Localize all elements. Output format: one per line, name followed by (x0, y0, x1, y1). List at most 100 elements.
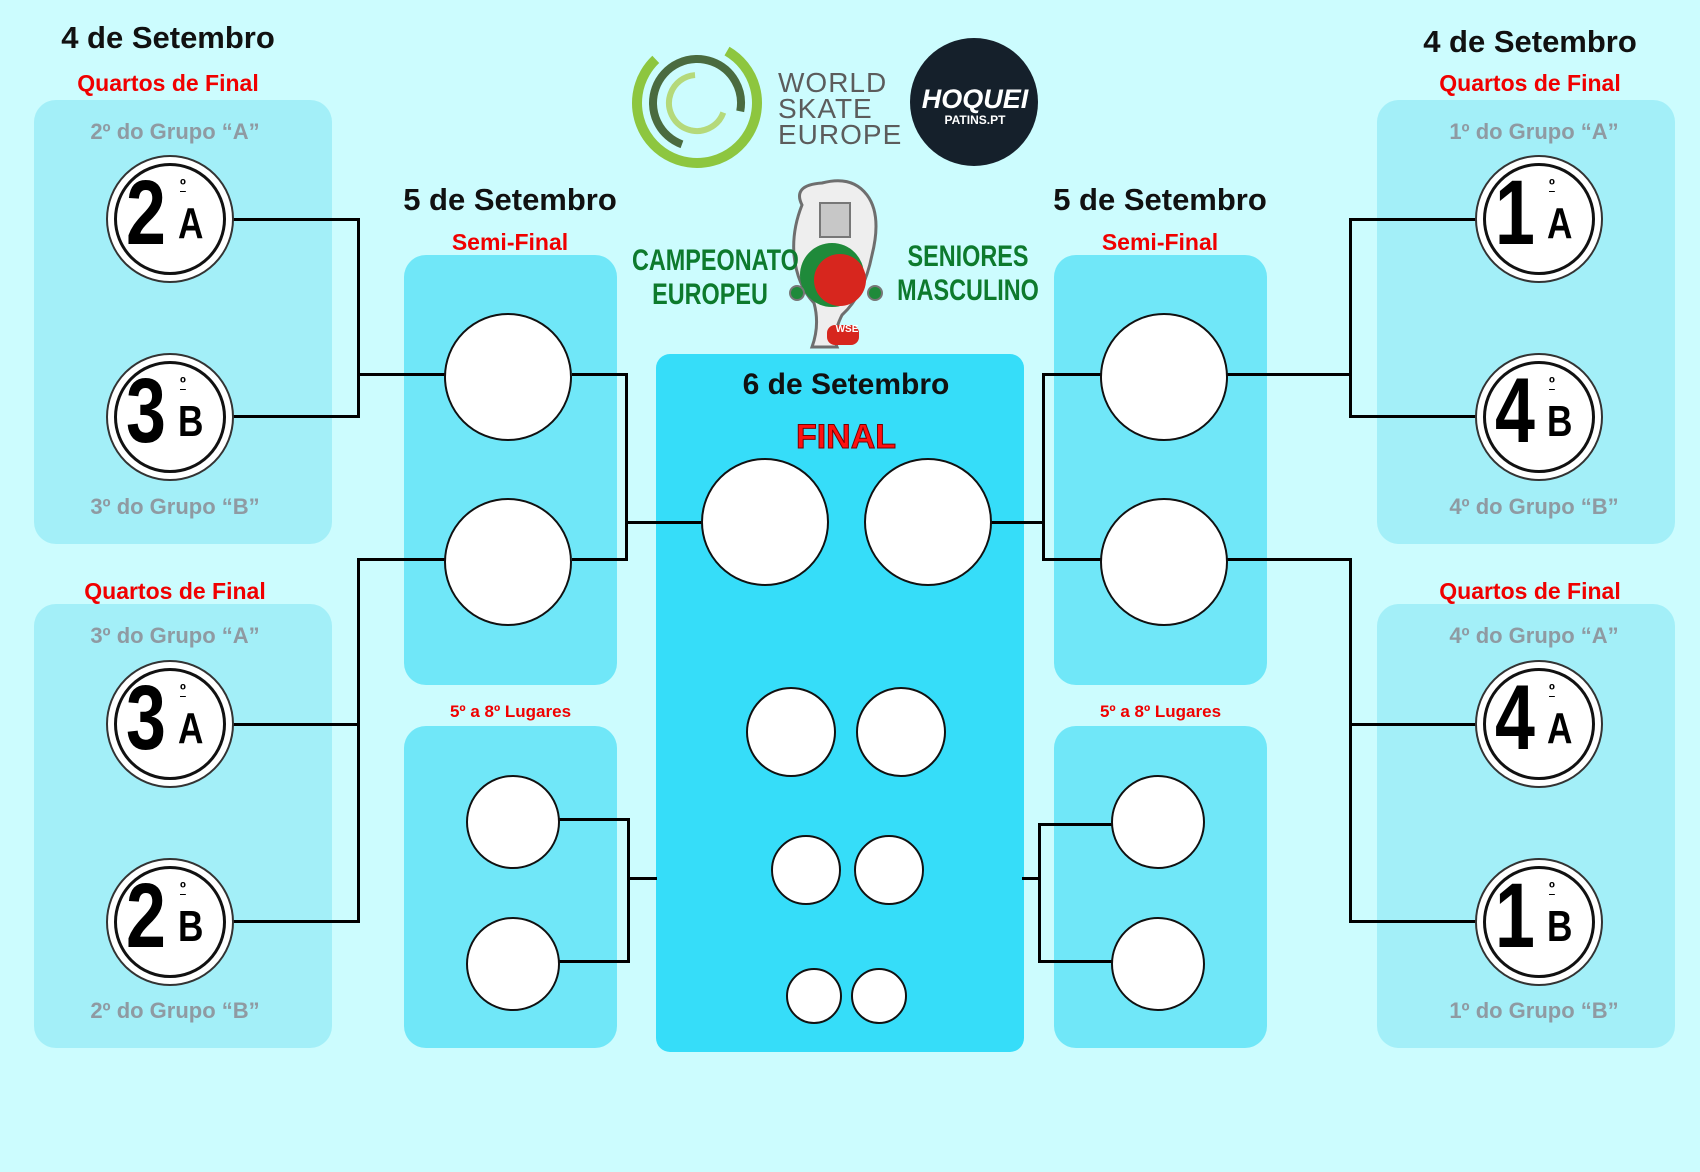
bracket-line (1225, 558, 1352, 561)
seed-number: 2 (126, 865, 166, 967)
qf-left-date: 4 de Setembro (61, 20, 275, 55)
wse-text-europe: EUROPE (778, 119, 903, 150)
qf-right-date: 4 de Setembro (1423, 24, 1637, 59)
sf-left-date: 5 de Setembro (403, 182, 617, 217)
qf-rb-seed2-label: 1º do Grupo “B” (1449, 998, 1619, 1023)
placement-right-slot-2[interactable] (1111, 917, 1205, 1011)
bracket-line (1349, 218, 1477, 221)
bracket-line (990, 521, 1045, 524)
seed-number: 3 (126, 360, 166, 462)
placement-left-title: 5º a 8º Lugares (449, 702, 572, 721)
wse-text-skate: SKATE (778, 93, 873, 124)
seed-number: 3 (126, 667, 166, 769)
bracket-line (357, 373, 445, 376)
sf-left-slot-1[interactable] (444, 313, 572, 441)
final-slot-right[interactable] (864, 458, 992, 586)
seed-ordinal: º (1549, 880, 1555, 897)
sf-left-slot-2[interactable] (444, 498, 572, 626)
seed-number: 2 (126, 162, 166, 264)
seed-group-letter: A (178, 199, 204, 248)
qf-rb-seed1-label: 4º do Grupo “A” (1449, 623, 1619, 648)
world-skate-europe-logo (632, 38, 762, 168)
seed-ordinal: º (180, 177, 186, 194)
seed-badge-lt1: 2 º A (106, 155, 234, 283)
seed-ring (114, 361, 226, 473)
championship-title-right-2: MASCULINO (897, 274, 1039, 307)
seed-number: 4 (1495, 667, 1535, 769)
bracket-line (232, 920, 360, 923)
bracket-line (357, 218, 360, 418)
seed-number: 1 (1495, 162, 1535, 264)
qf-right-bottom-title: Quartos de Final (1439, 578, 1621, 604)
trophy-icon (789, 179, 883, 349)
bracket-line (1349, 415, 1477, 418)
bracket-line (1349, 920, 1477, 923)
qf-lt-seed2-label: 3º do Grupo “B” (90, 494, 260, 519)
bracket-line (572, 558, 628, 561)
seventh-place-slot-left[interactable] (786, 968, 842, 1024)
fifth-place-slot-left[interactable] (771, 835, 841, 905)
bracket-line (1349, 558, 1352, 923)
seed-badge-rb1: 4 º A (1475, 660, 1603, 788)
seed-ring (1483, 866, 1595, 978)
bracket-line (625, 373, 628, 561)
final-slot-left[interactable] (701, 458, 829, 586)
hq-logo-sub: PATINS.PT (944, 113, 1006, 127)
third-place-slot-left[interactable] (746, 687, 836, 777)
seed-number: 1 (1495, 865, 1535, 967)
seed-badge-rt1: 1 º A (1475, 155, 1603, 283)
seed-badge-lt2: 3 º B (106, 353, 234, 481)
seed-number: 4 (1495, 360, 1535, 462)
qf-rt-seed2-label: 4º do Grupo “B” (1449, 494, 1619, 519)
qf-lb-seed2-label: 2º do Grupo “B” (90, 998, 260, 1023)
trophy-tag: WSE (835, 324, 859, 335)
seed-ring (1483, 361, 1595, 473)
bracket-line (627, 818, 630, 963)
seed-ring (1483, 163, 1595, 275)
bracket-line (1225, 373, 1352, 376)
bracket-line (357, 558, 360, 923)
sf-right-slot-1[interactable] (1100, 313, 1228, 441)
final-panel (656, 354, 1024, 1052)
placement-right-slot-1[interactable] (1111, 775, 1205, 869)
bracket-line (1042, 558, 1102, 561)
championship-title-left-2: EUROPEU (652, 278, 768, 311)
qf-left-top-title: Quartos de Final (77, 70, 259, 96)
final-date: 6 de Setembro (742, 368, 950, 401)
seed-ordinal: º (180, 880, 186, 897)
seed-ring (114, 866, 226, 978)
fifth-place-slot-right[interactable] (854, 835, 924, 905)
bracket-line (1038, 823, 1114, 826)
placement-right-title: 5º a 8º Lugares (1099, 702, 1222, 721)
placement-left-slot-2[interactable] (466, 917, 560, 1011)
bracket-line (558, 818, 630, 821)
seed-badge-lb2: 2 º B (106, 858, 234, 986)
bracket-line (558, 960, 630, 963)
final-title: FINAL (795, 418, 897, 457)
third-place-slot-right[interactable] (856, 687, 946, 777)
placement-left-slot-1[interactable] (466, 775, 560, 869)
seventh-place-slot-right[interactable] (851, 968, 907, 1024)
seed-group-letter: B (1547, 397, 1573, 446)
seed-ordinal: º (180, 375, 186, 392)
seed-ordinal: º (180, 682, 186, 699)
seed-ring (1483, 668, 1595, 780)
sf-right-slot-2[interactable] (1100, 498, 1228, 626)
bracket-line (232, 723, 360, 726)
sf-right-title: Semi-Final (1101, 229, 1219, 255)
seed-ordinal: º (1549, 375, 1555, 392)
bracket-line (572, 373, 628, 376)
seed-group-letter: A (1547, 199, 1573, 248)
bracket-line (357, 558, 445, 561)
seed-badge-lb1: 3 º A (106, 660, 234, 788)
championship-title-right-1: SENIORES (907, 240, 1029, 273)
bracket-line (625, 521, 705, 524)
seed-group-letter: B (178, 902, 204, 951)
bracket-line (1042, 373, 1102, 376)
bracket-line (232, 218, 360, 221)
wse-text-world: WORLD (778, 67, 888, 98)
qf-left-bottom-title: Quartos de Final (84, 578, 266, 604)
bracket-line (1042, 373, 1045, 561)
qf-lt-seed1-label: 2º do Grupo “A” (90, 119, 260, 144)
qf-right-top-title: Quartos de Final (1439, 70, 1621, 96)
